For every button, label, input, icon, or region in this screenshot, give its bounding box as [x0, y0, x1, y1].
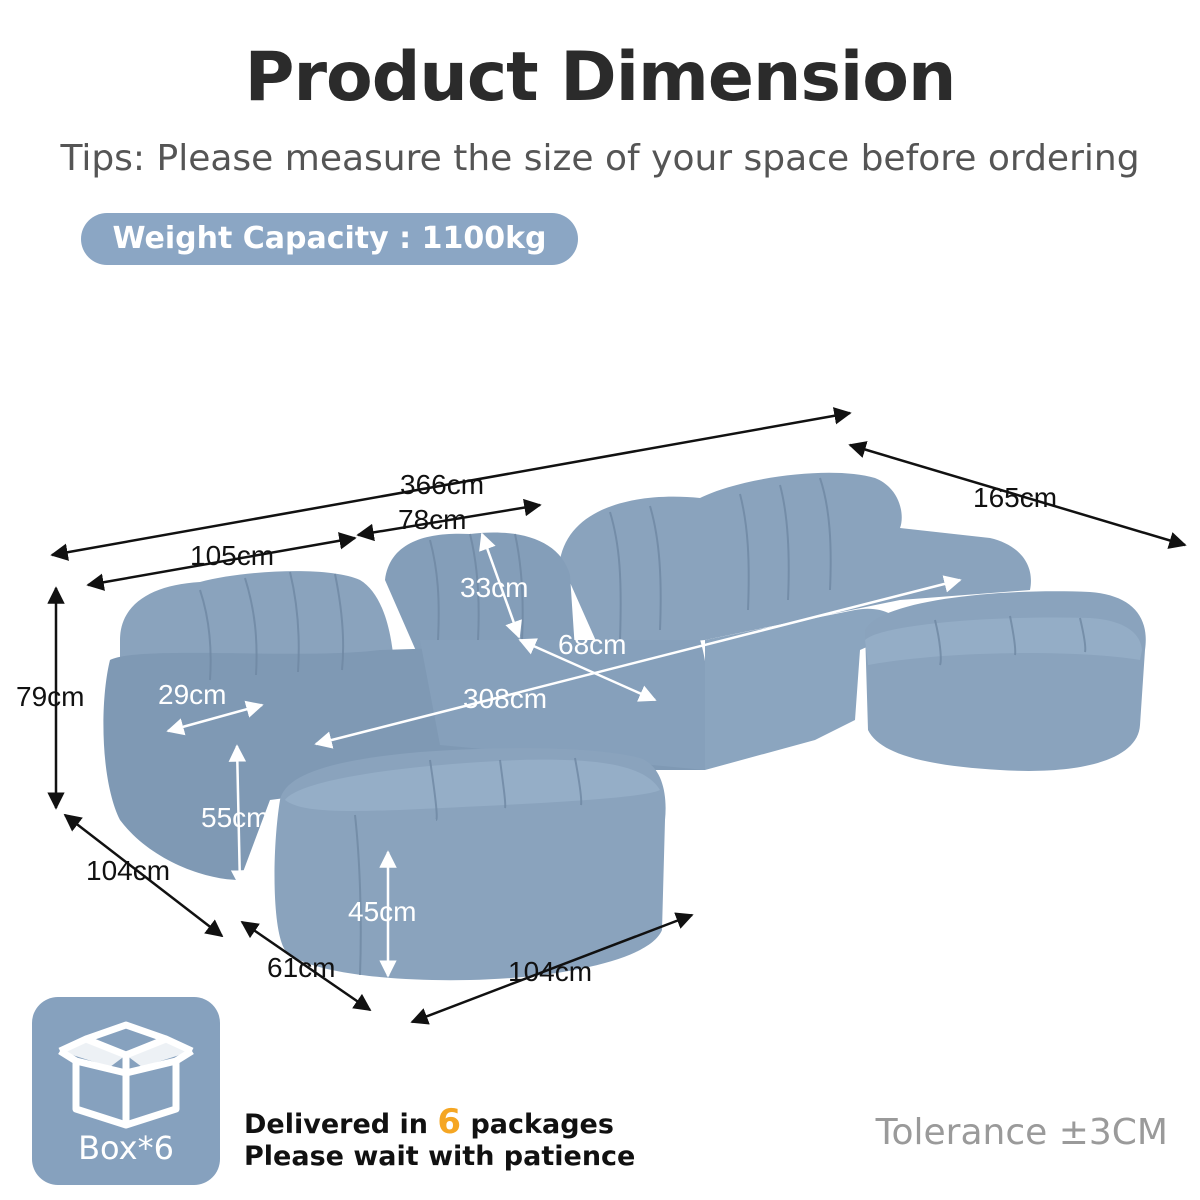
dimension-arrows-dark — [47, 407, 1187, 1025]
tolerance-text: Tolerance ±3CM — [875, 1112, 1168, 1153]
seat-depth-label: 68cm — [558, 629, 626, 660]
arm-height-label: 55cm — [201, 802, 269, 833]
weight-capacity-badge: Weight Capacity : 1100kg — [81, 213, 578, 265]
module-width-label: 105cm — [190, 540, 274, 571]
delivery-patience: Please wait with patience — [244, 1141, 636, 1172]
box-count-label: Box*6 — [78, 1129, 174, 1167]
depth-label: 165cm — [973, 482, 1057, 513]
middle-width-label: 78cm — [398, 504, 466, 535]
ottoman-width-label: 104cm — [508, 956, 592, 987]
side-depth-label: 104cm — [86, 855, 170, 886]
total-width-label: 366cm — [400, 469, 484, 500]
overall-height-label: 79cm — [16, 681, 84, 712]
ottoman-height-label: 45cm — [348, 896, 416, 927]
back-height-label: 33cm — [460, 572, 528, 603]
dimension-arrows-light — [166, 532, 962, 978]
arm-width-label: 29cm — [158, 679, 226, 710]
delivery-suffix: packages — [461, 1109, 614, 1140]
package-count: 6 — [437, 1102, 462, 1142]
box-icon — [58, 1021, 194, 1129]
package-box-card: Box*6 — [32, 997, 220, 1185]
delivery-text: Delivered in 6 packages Please wait with… — [244, 1105, 636, 1173]
ottoman-depth-label: 61cm — [267, 952, 335, 983]
tips-text: Tips: Please measure the size of your sp… — [60, 138, 1140, 179]
page-title: Product Dimension — [244, 38, 957, 117]
delivery-prefix: Delivered in — [244, 1109, 438, 1140]
seat-span-label: 308cm — [463, 683, 547, 714]
